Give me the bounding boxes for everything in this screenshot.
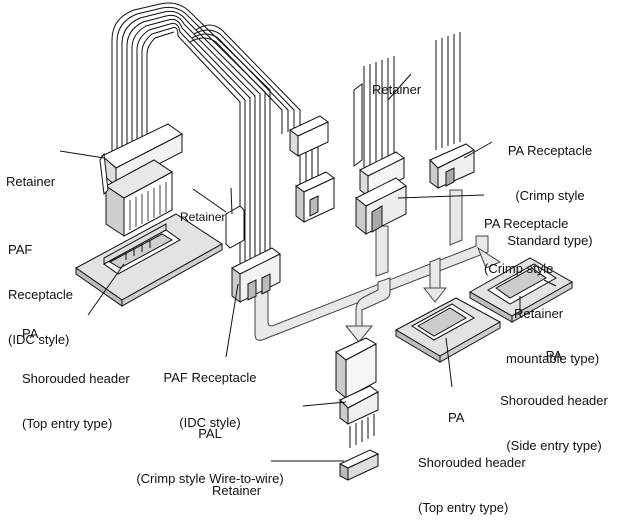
pa-header-top-left	[103, 223, 181, 275]
pa-receptacle-standard	[429, 32, 475, 189]
label-retainer-top: Retainer	[372, 82, 422, 97]
label-pal-wire-to-wire: PAL (Crimp style Wire-to-wire)	[136, 426, 284, 486]
connection-flow-paths	[254, 189, 489, 341]
label-pa-receptacle-standard: PA Receptacle (Crimp style Standard type…	[507, 143, 593, 248]
label-pa-shrouded-header-top-left: PA Shorouded header (Top entry type)	[22, 326, 130, 431]
pa-receptacle-retainer-type	[353, 56, 407, 236]
flow-arrowheads	[344, 246, 502, 343]
label-pa-shrouded-header-side: PA Shorouded header (Side entry type)	[500, 348, 608, 453]
label-retainer-bottom: Retainer	[212, 483, 262, 498]
leader-lines	[87, 73, 521, 462]
connector-system-diagram	[59, 2, 574, 481]
pa-header-top-right	[394, 297, 502, 363]
paf-receptacle-idc-bottom	[225, 187, 281, 303]
ribbon-cable	[111, 2, 319, 282]
label-pa-receptacle-retainer-type: PA Receptacle (Crimp style Retainer moun…	[484, 216, 600, 366]
pal-wire-to-wire	[335, 337, 380, 481]
small-receptacle-top	[289, 115, 335, 223]
paf-receptacle-idc-left	[59, 123, 183, 237]
label-retainer-mid: Retainer	[180, 210, 226, 224]
label-retainer-left: Retainer	[6, 174, 56, 189]
label-paf-receptacle-idc-left: PAF Receptacle (IDC style)	[8, 242, 74, 347]
pa-header-side-entry	[468, 257, 574, 323]
label-pa-shrouded-header-top-right: PA Shorouded header (Top entry type)	[418, 410, 526, 515]
label-paf-receptacle-idc-bottom: PAF Receptacle (IDC style)	[163, 370, 257, 430]
